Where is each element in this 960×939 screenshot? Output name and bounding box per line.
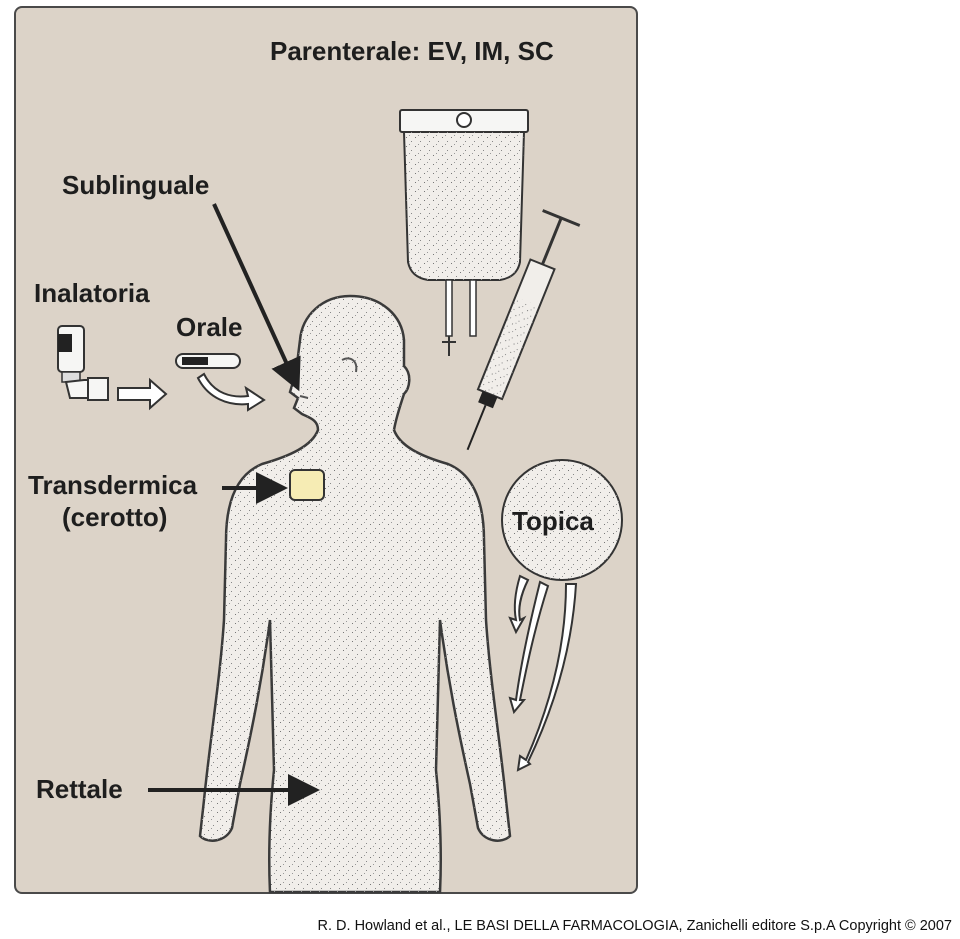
- label-rettale: Rettale: [36, 774, 123, 804]
- syringe-icon: [466, 209, 581, 451]
- capsule-icon: [175, 353, 241, 369]
- topical-arrows: [508, 574, 578, 772]
- ear: [341, 357, 358, 373]
- oral-arrow: [196, 372, 266, 412]
- label-topica: Topica: [512, 506, 594, 536]
- inhalation-arrow: [117, 377, 168, 411]
- label-inalatoria: Inalatoria: [34, 278, 150, 308]
- label-cerotto: (cerotto): [62, 502, 168, 532]
- label-orale: Orale: [176, 312, 243, 342]
- label-transdermica: Transdermica: [28, 470, 198, 500]
- label-sublinguale: Sublinguale: [62, 170, 210, 200]
- inhaler-icon: [57, 325, 109, 401]
- sublingual-arrow: [212, 203, 301, 392]
- human-body-figure: [198, 294, 512, 894]
- iv-bag-icon: [399, 109, 529, 356]
- label-parenterale: Parenterale: EV, IM, SC: [270, 36, 554, 66]
- topical-stipple: [502, 460, 622, 580]
- body-stipple: [200, 296, 510, 892]
- transdermal-patch: [289, 469, 325, 501]
- mouth: [299, 395, 309, 399]
- copyright-credit: R. D. Howland et al., LE BASI DELLA FARM…: [317, 918, 952, 934]
